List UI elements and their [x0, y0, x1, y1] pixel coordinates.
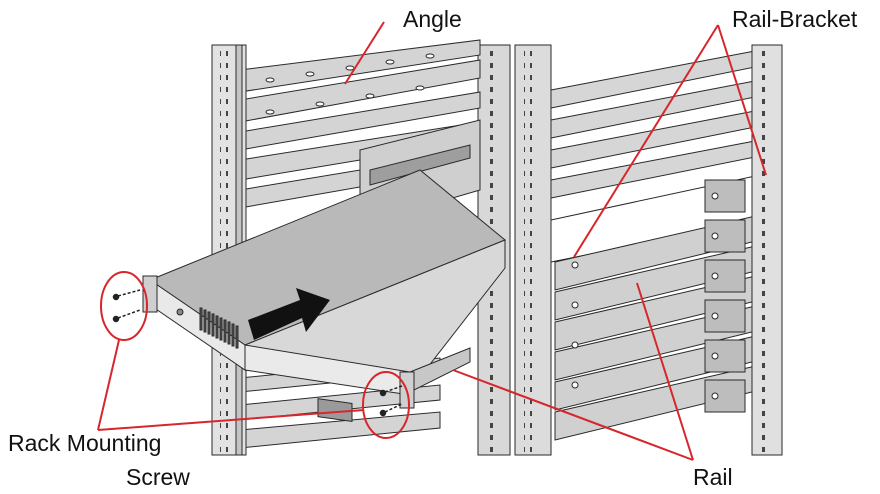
rack-screw-leader-b: [97, 409, 365, 431]
right-rack: [514, 44, 783, 456]
rail-bracket-label: Rail-Bracket: [732, 6, 858, 32]
device-lcd: [317, 398, 353, 423]
angle-leader: [344, 21, 385, 85]
insertion-arrow: [248, 288, 330, 340]
rack-mounting-screw-label: Screw: [126, 464, 190, 490]
rail-bracket-leader-b: [717, 24, 767, 176]
rack-mounting-label: Rack Mounting: [8, 430, 162, 456]
rail-label: Rail: [693, 464, 733, 490]
rack-mounting-screws: [112, 289, 403, 417]
right-screw-circle: [362, 371, 410, 439]
rail-leader-a: [452, 369, 694, 461]
angle-label: Angle: [403, 6, 462, 32]
right-rack-left-post: [514, 44, 552, 456]
network-device: [142, 169, 506, 423]
device-vent: [199, 307, 239, 349]
callouts: [97, 21, 767, 461]
left-screw-circle: [100, 271, 148, 341]
rail-bracket-leader-a: [573, 24, 719, 258]
rail-leader-b: [636, 282, 694, 461]
rack-screw-leader-a: [97, 339, 120, 431]
